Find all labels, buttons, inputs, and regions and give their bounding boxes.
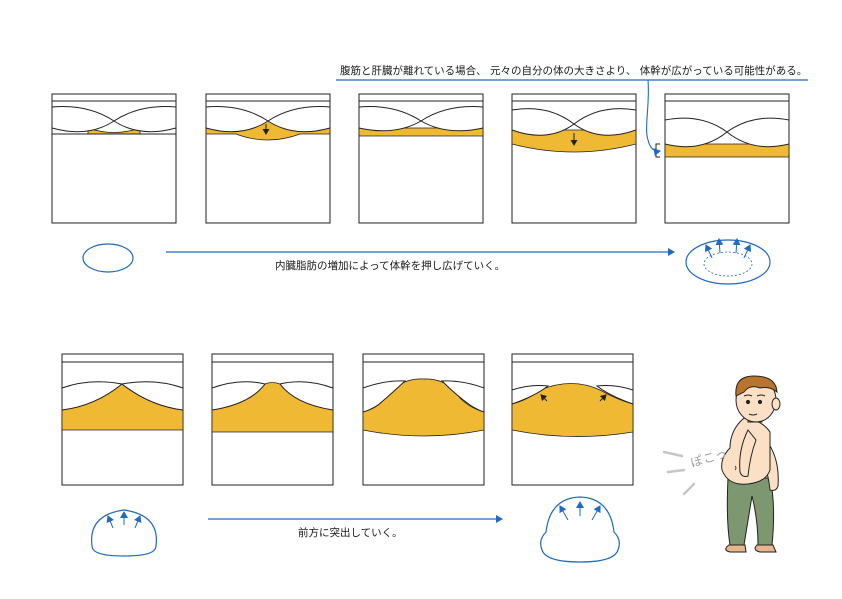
row1-caption: 内臓脂肪の増加によって体幹を押し広げていく。: [275, 260, 506, 272]
row1-panel-3: [358, 93, 484, 224]
row2-panel-1: [61, 353, 184, 486]
pointer-arrow-icon: [646, 79, 661, 156]
organ-shape: [362, 380, 407, 413]
organ-shape: [511, 385, 550, 405]
trunk-expanded-ellipse: [685, 238, 771, 285]
organ-shape: [595, 385, 634, 405]
fat-layer: [664, 143, 790, 158]
trunk-small-ellipse: [82, 243, 134, 273]
arrow-up-icon: [704, 244, 713, 259]
organ-shape: [358, 106, 484, 132]
organ-shape: [120, 381, 184, 411]
arrow-up-icon: [559, 505, 569, 521]
arrow-up-icon: [715, 238, 724, 254]
trunk-rounded-shape: [91, 509, 157, 557]
trunk-protruding-shape: [540, 496, 620, 563]
arrow-up-icon: [134, 515, 142, 529]
arrow-up-icon: [591, 505, 601, 521]
arrow-up-icon: [106, 515, 114, 529]
organ-shape: [279, 381, 334, 411]
organ-shape: [664, 117, 790, 148]
organ-shape: [511, 108, 637, 136]
row2-panel-4: [511, 353, 634, 486]
arrow-up-icon: [732, 238, 741, 254]
row1-panel-5: [655, 93, 790, 224]
arrow-up-icon: [743, 244, 752, 259]
organ-shape: [51, 106, 177, 133]
fat-layer: [87, 127, 141, 135]
arrow-up-icon: [599, 394, 607, 402]
motion-lines-icon: [662, 450, 696, 496]
organ-shape: [205, 106, 331, 133]
organ-shape: [440, 380, 485, 413]
row2-panel-3: [362, 353, 485, 486]
row1-panel-2: [205, 93, 331, 224]
row2-caption: 前方に突出していく。: [298, 527, 403, 539]
arrow-up-icon: [540, 394, 548, 402]
row1-panel-1: [51, 93, 177, 224]
man-illustration: [721, 375, 781, 553]
row1-panel-4: [511, 93, 637, 224]
organ-shape: [211, 381, 266, 411]
top-note: 腹筋と肝臓が離れている場合、 元々の自分の体の大きさより、 体幹が広がっている可…: [340, 65, 808, 77]
row2-panel-2: [211, 353, 334, 486]
